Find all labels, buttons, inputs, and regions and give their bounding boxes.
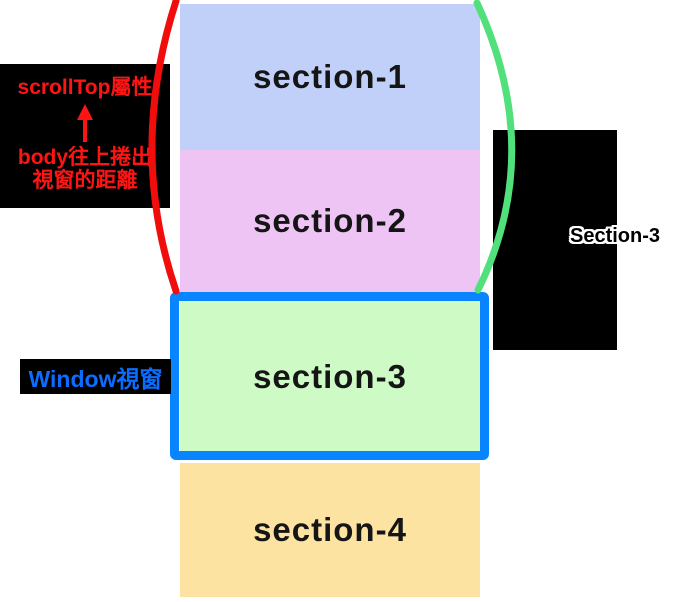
window-viewport-frame xyxy=(170,292,489,460)
scrolltop-label-line2: body往上捲出 xyxy=(17,146,153,169)
section-1-label: section-1 xyxy=(253,58,407,95)
scrolltop-label-line1: scrollTop屬性 xyxy=(17,76,153,99)
window-label-text: Window視窗 xyxy=(28,365,163,392)
target-label-text: Section-3 xyxy=(570,225,661,247)
section-4-block: section-4 xyxy=(180,463,480,597)
section-4-label: section-4 xyxy=(253,511,407,548)
up-arrow-icon xyxy=(77,104,93,142)
section-3-label: section-3 xyxy=(253,357,407,395)
section-3-block: section-3 xyxy=(180,301,480,452)
section-1-block: section-1 xyxy=(180,4,480,150)
section-2-label: section-2 xyxy=(253,202,407,239)
scrolltop-label-line3: 視窗的距離 xyxy=(32,169,138,192)
scrolltop-label-box: scrollTop屬性 body往上捲出 視窗的距離 xyxy=(0,64,170,208)
window-label-box: Window視窗 xyxy=(20,359,171,394)
section-2-block: section-2 xyxy=(180,150,480,292)
